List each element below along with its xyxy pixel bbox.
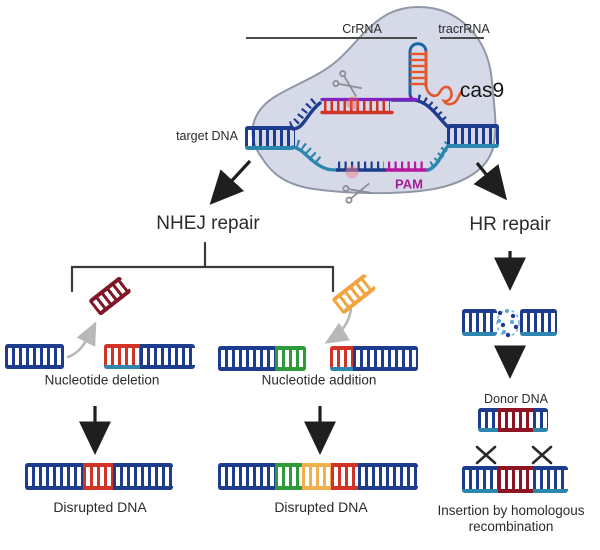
tracrRNA-label: tracrRNA [438,22,490,36]
scissors-icon [332,70,363,97]
dna-segment-duplex [533,466,568,493]
dna-segment-duplex [245,126,295,150]
dna-segment-darkred [498,408,533,432]
arrow-fragment-in [324,304,353,344]
hairpin-structure [408,42,463,106]
dna-segment-navy [218,463,275,490]
deletion-dna-left [5,344,64,369]
dna-segment-duplex [462,309,497,336]
dna-break-fragments [496,309,520,338]
dna-segment-red [330,346,353,371]
scissors-icon [342,182,373,204]
disrupted-dna-label-left: Disrupted DNA [53,499,147,515]
deletion-dna-right [104,344,195,369]
target-dna-bottom-strand [291,139,451,172]
hr-result-label: Insertion by homologous recombination [437,503,585,534]
dna-segment-green [275,463,302,490]
dna-segment-red [104,344,140,369]
dna-segment-navy [358,463,418,490]
tracrRNA-squiggle [424,84,463,106]
disrupted-dna-label-mid: Disrupted DNA [274,499,368,515]
cross-mark [475,445,497,465]
dna-segment-navy [113,463,173,490]
cut-glow-top [346,96,360,110]
dna-segment-navy [5,344,64,369]
dna-segment-navy [218,346,275,371]
donor-dna-label: Donor DNA [484,392,548,406]
cas9-label: cas9 [459,79,505,102]
dna-segment-duplex [462,466,498,493]
dna-segment-navy [353,346,418,371]
disrupted-dna-addition [218,463,418,490]
dna-segment-duplex [478,408,498,432]
nhej-branch-bracket [70,241,335,293]
dna-segment-red2 [331,463,358,490]
dna-segment-duplex [520,309,557,336]
dna-segment-duplex [447,124,499,148]
hr-repair-label: HR repair [469,214,551,235]
arrow-to-hr [473,161,508,201]
dna-segment-green [275,346,306,371]
dna-segment-navy [140,344,195,369]
dna-segment-darkred [498,466,533,493]
dna-segment-amber [302,463,331,490]
hr-result-dna [462,466,568,493]
broken-dna-left [462,309,497,336]
cross-mark [531,445,553,465]
nucleotide-deletion-label: Nucleotide deletion [44,372,160,388]
arrow-to-nhej [209,159,252,205]
target-dna-label: target DNA [176,129,238,143]
arrow-fragment-out [66,321,97,359]
donor-dna [478,408,548,432]
cut-glow-bottom [345,165,359,179]
nucleotide-addition-label: Nucleotide addition [261,372,377,388]
broken-dna-right [520,309,557,336]
dna-segment-navy [25,463,83,490]
dna-segment-red2 [83,463,113,490]
nhej-repair-label: NHEJ repair [156,213,260,234]
crRNA-label: CrRNA [342,22,382,36]
target-dna-left [245,126,295,150]
addition-dna-right [330,346,418,371]
addition-dna-left [218,346,306,371]
pam-label: PAM [395,176,423,192]
target-dna-right [447,124,499,148]
dna-segment-duplex [533,408,548,432]
disrupted-dna-deletion [25,463,173,490]
